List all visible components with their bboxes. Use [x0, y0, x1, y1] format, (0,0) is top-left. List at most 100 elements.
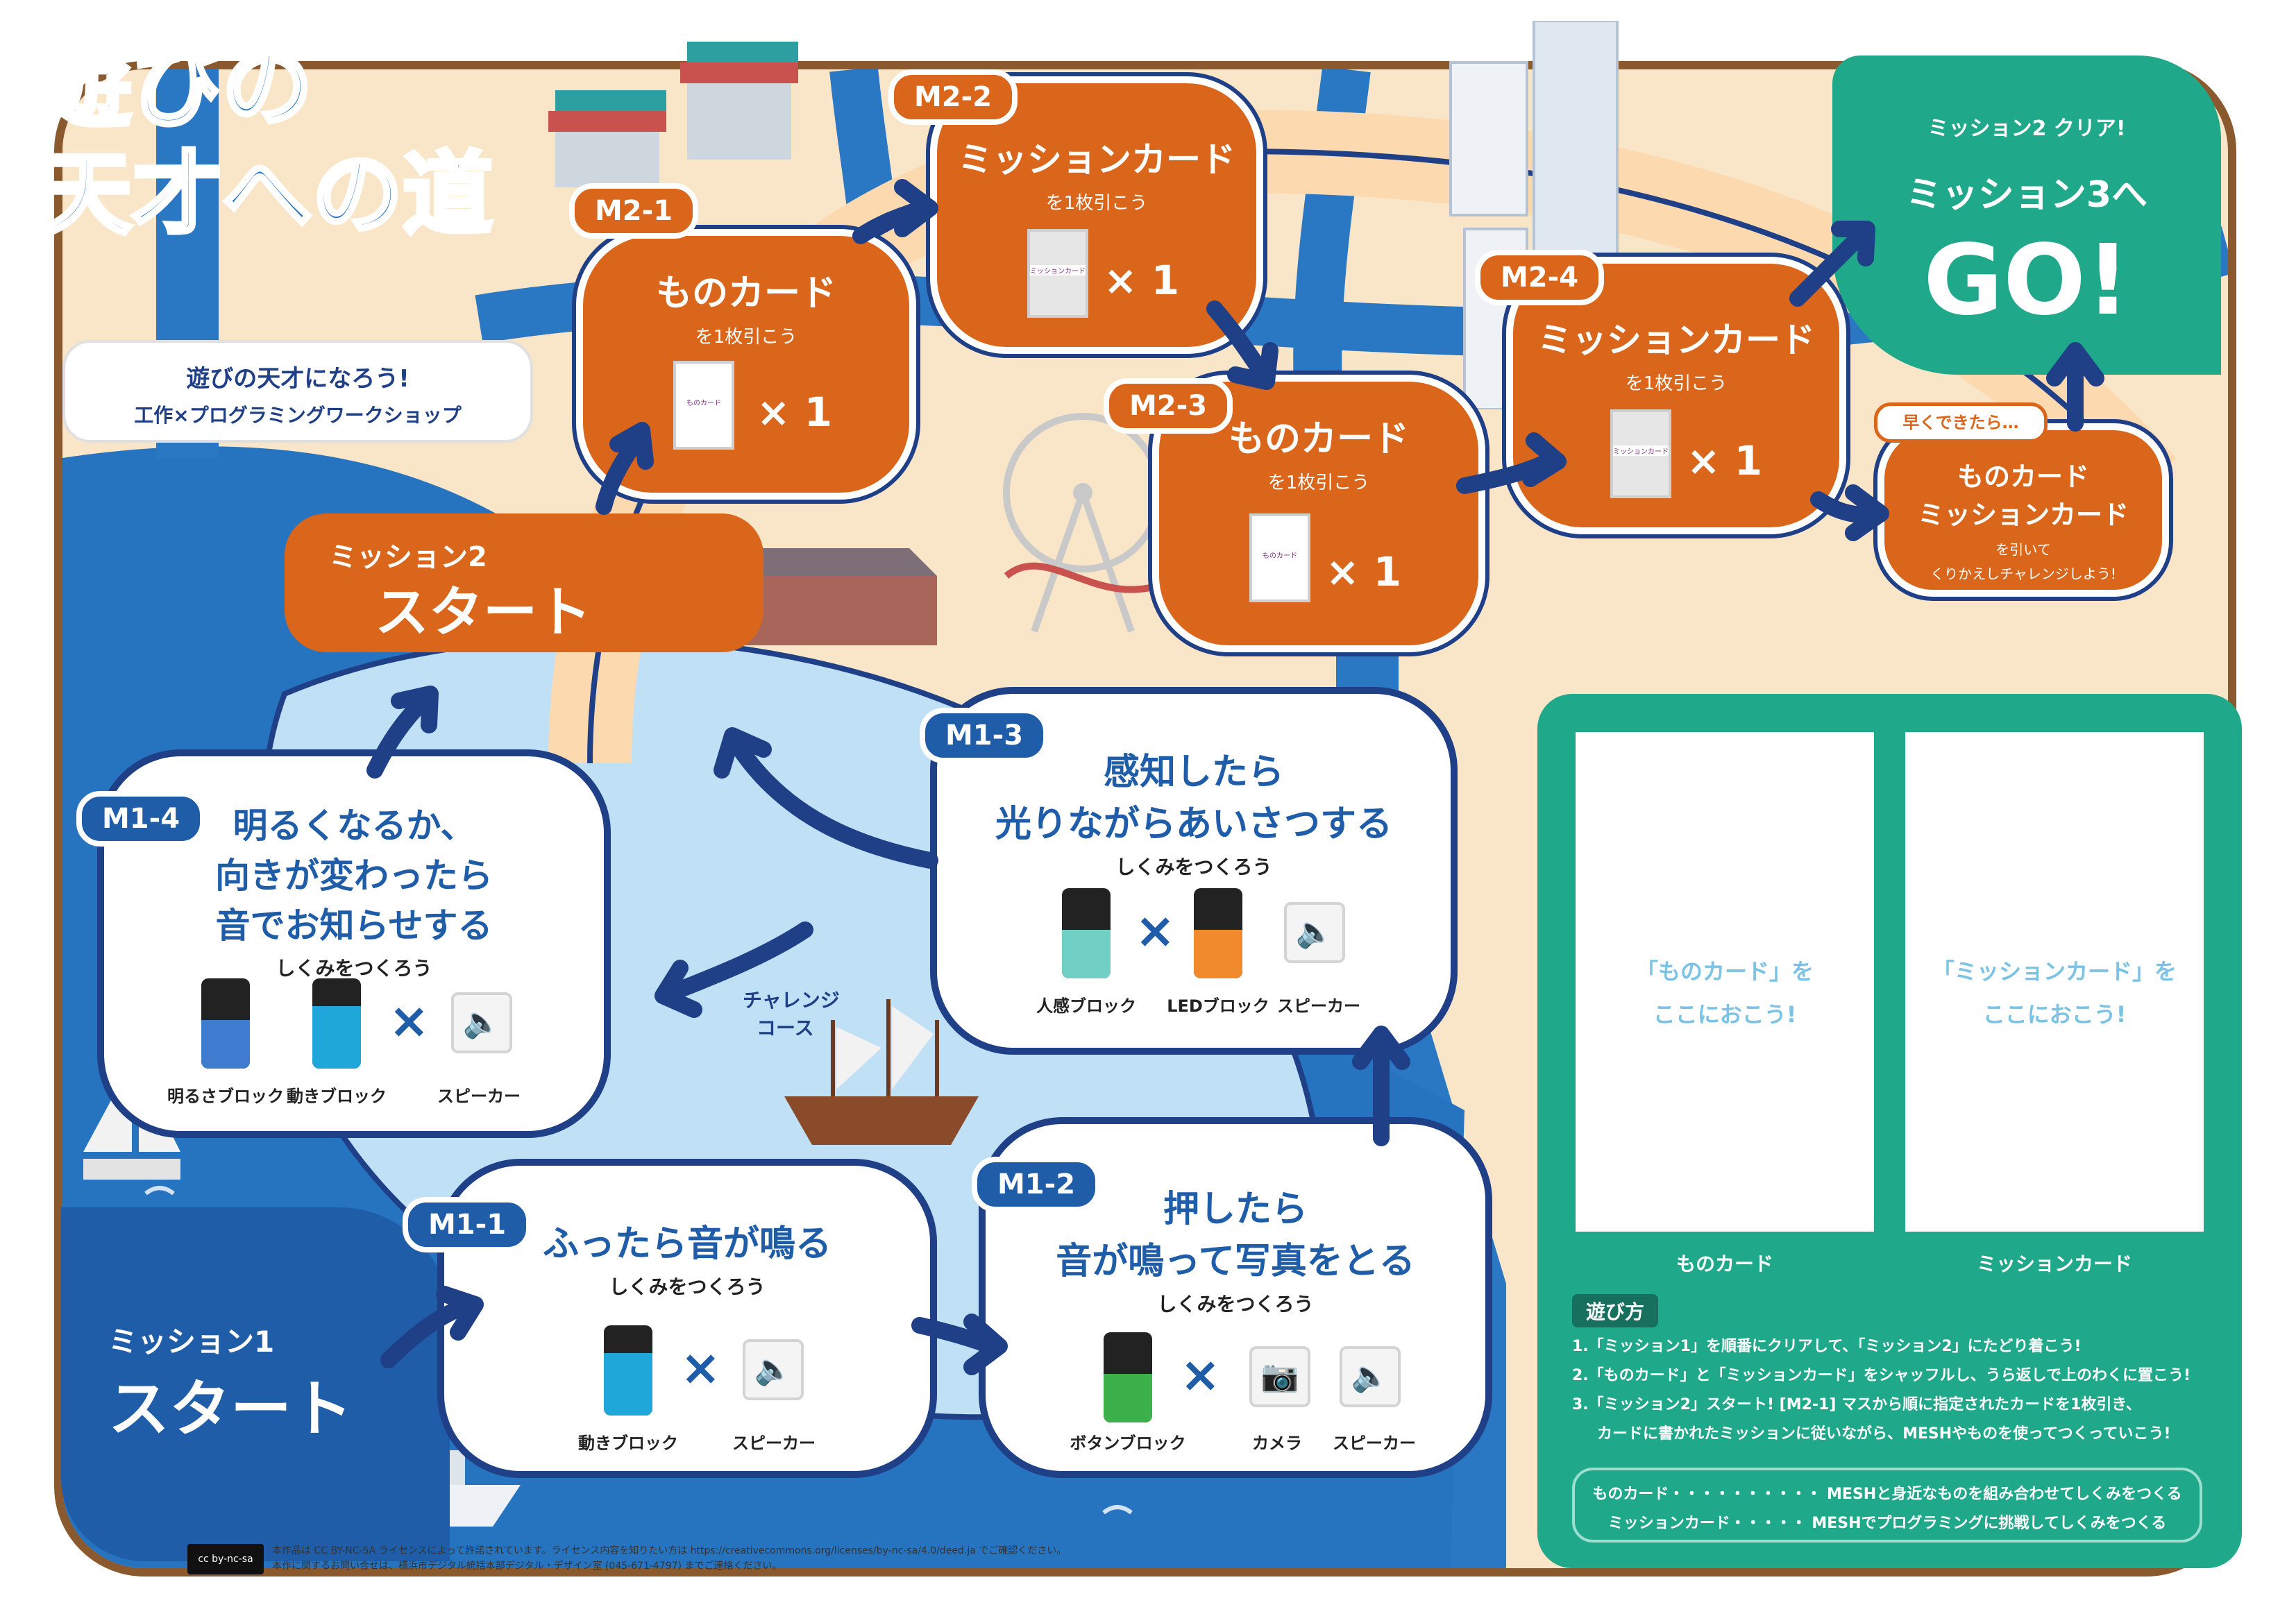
howto-title: 遊び方 [1572, 1294, 1659, 1327]
m1-4-title-3: 音でお知らせする [215, 906, 493, 946]
mission1-start-tile[interactable]: ミッション1 スタート [61, 1207, 450, 1561]
button-block-device [1104, 1332, 1152, 1422]
m2-4-sub: を1枚引こう [1625, 373, 1728, 394]
legend-mission-card: ミッションカード・・・・・ MESHでプログラミングに挑戦してしくみをつくる [1607, 1515, 2167, 1532]
m1-4-badge: M1-4 [76, 791, 205, 847]
title-line-1: 遊びの [40, 33, 314, 141]
motion-block-device [312, 978, 361, 1069]
m1-2-device-label-1: ボタンブロック [1070, 1434, 1186, 1453]
early-line-2: ミッションカード [1917, 500, 2129, 530]
m1-2-device-label-2: カメラ [1252, 1434, 1302, 1453]
m2-1-tile[interactable]: ものカード を1枚引こう ものカード × 1 [576, 229, 916, 500]
arrow-m1-3-to-m2-start [727, 734, 938, 869]
m1-2-title-1: 押したら [1163, 1189, 1308, 1230]
game-title: 遊びの 天才への道 [40, 33, 527, 250]
m1-3-cross: × [1135, 902, 1176, 959]
arrow-m2-2-to-m2-3 [1206, 300, 1272, 383]
arrow-m2-4-to-goal [1789, 228, 1868, 307]
license-line-1: 本作品は CC BY-NC-SA ライセンスによって許諾されています。ライセンス… [272, 1545, 1067, 1556]
m1-1-device-label-2: スピーカー [732, 1434, 816, 1453]
m2-4-card-image: ミッションカード [1610, 409, 1671, 498]
item-card-slot-text-1: 「ものカード」を [1635, 958, 1814, 985]
goal-tile[interactable]: ミッション2 クリア! ミッション3へ GO! [1832, 56, 2221, 375]
speaker-icon: 🔈 [451, 992, 512, 1053]
challenge-line-1: チャレンジ [743, 989, 840, 1012]
m2-1-badge: M2-1 [569, 183, 698, 239]
m1-3-device-label-1: 人感ブロック [1036, 996, 1136, 1016]
m2-4-title: ミッションカード [1537, 320, 1815, 360]
m1-3-title-1: 感知したら [1103, 751, 1284, 793]
m2-2-sub: を1枚引こう [1045, 193, 1148, 214]
license-text: 本作品は CC BY-NC-SA ライセンスによって許諾されています。ライセンス… [272, 1543, 1521, 1574]
motion-block-device [604, 1325, 652, 1416]
item-card-slot[interactable]: 「ものカード」を ここにおこう! [1576, 732, 1874, 1232]
early-finish-tile[interactable]: ものカード ミッションカード を引いて くりかえしチャレンジしよう! [1877, 423, 2169, 597]
m1-1-sub: しくみをつくろう [609, 1275, 766, 1298]
m1-1-title: ふったら音が鳴る [542, 1223, 832, 1265]
mission1-start-text: スタート [108, 1373, 353, 1445]
mission2-label: ミッション2 [329, 541, 487, 573]
speaker-icon: 🔈 [1284, 902, 1345, 963]
m2-4-count: × 1 [1687, 437, 1763, 484]
mission1-label: ミッション1 [108, 1325, 275, 1359]
early-line-4: くりかえしチャレンジしよう! [1930, 566, 2116, 582]
howto-rule-2: 2.「ものカード」と「ミッションカード」をシャッフルし、うら返しで上のわくに置こ… [1572, 1367, 2191, 1384]
brightness-block-device [201, 978, 250, 1069]
m2-2-count: × 1 [1104, 257, 1180, 304]
early-line-1: ものカード [1957, 461, 2089, 492]
goal-clear-text: ミッション2 クリア! [1927, 117, 2126, 141]
goal-go-text: GO! [1923, 224, 2130, 337]
m1-1-tile[interactable]: ふったら音が鳴る しくみをつくろう × 🔈 動きブロック スピーカー [437, 1159, 937, 1478]
led-block-device [1194, 888, 1242, 978]
mission-card-slot[interactable]: 「ミッションカード」を ここにおこう! [1905, 732, 2204, 1232]
m2-3-sub: を1枚引こう [1267, 473, 1370, 493]
m1-3-device-label-2: LEDブロック [1167, 996, 1269, 1016]
m2-1-sub: を1枚引こう [695, 327, 797, 348]
card-legend-box: ものカード・・・・・・・・・・ MESHと身近なものを組み合わせてしくみをつくる… [1572, 1468, 2202, 1543]
motion-sensor-block-device [1062, 888, 1111, 978]
arrow-m1-4-to-m2-start [366, 692, 432, 779]
howto-rules: 1.「ミッション1」を順番にクリアして、「ミッション2」にたどり着こう! 2.「… [1572, 1332, 2218, 1449]
m1-3-title-2: 光りながらあいさつする [995, 804, 1392, 845]
m1-2-sub: しくみをつくろう [1157, 1293, 1314, 1316]
arrow-m1-3-to-m1-4 [665, 921, 813, 1001]
m1-4-device-label-2: 動きブロック [287, 1087, 387, 1106]
goal-next-text: ミッション3へ [1905, 174, 2148, 216]
m1-2-badge: M1-2 [972, 1157, 1101, 1212]
m1-3-sub: しくみをつくろう [1115, 856, 1272, 878]
mission-card-slot-text-2: ここにおこう! [1982, 1001, 2127, 1028]
card-placement-panel: 「ものカード」を ここにおこう! 「ミッションカード」を ここにおこう! ものカ… [1537, 694, 2242, 1568]
title-line-2: 天才への道 [40, 139, 495, 249]
m2-2-card-image: ミッションカード [1027, 229, 1088, 318]
chinatown-gate-illustration [548, 42, 798, 187]
m1-4-title-1: 明るくなるか、 [233, 806, 475, 846]
m1-4-device-label-3: スピーカー [437, 1087, 521, 1106]
m2-2-badge: M2-2 [888, 69, 1018, 125]
challenge-line-2: コース [757, 1017, 814, 1039]
mission2-start-text: スタート [375, 581, 592, 644]
m1-4-title-2: 向きが変わったら [215, 856, 493, 896]
early-line-3: を引いて [1995, 541, 2051, 558]
m1-1-badge: M1-1 [403, 1197, 532, 1252]
m1-3-device-label-3: スピーカー [1277, 996, 1360, 1016]
item-card-slot-text-2: ここにおこう! [1653, 1001, 1797, 1028]
mission2-start-tile[interactable]: ミッション2 スタート [285, 513, 763, 652]
challenge-course-label: チャレンジ コース [743, 985, 840, 1041]
mission-card-slot-label: ミッションカード [1976, 1252, 2132, 1275]
howto-rule-1: 1.「ミッション1」を順番にクリアして、「ミッション2」にたどり着こう! [1572, 1338, 2082, 1355]
speaker-icon: 🔈 [1340, 1346, 1401, 1407]
m2-1-count: × 1 [757, 389, 833, 436]
m2-4-badge: M2-4 [1475, 250, 1604, 305]
m2-3-badge: M2-3 [1104, 378, 1233, 434]
speaker-icon: 🔈 [743, 1339, 804, 1400]
subtitle-line-1: 遊びの天才になろう! [186, 365, 410, 393]
m2-1-card-image: ものカード [673, 361, 734, 450]
m1-2-tile[interactable]: 押したら 音が鳴って写真をとる しくみをつくろう × 📷 🔈 ボタンブロック カ… [979, 1117, 1492, 1478]
howto-rule-3b: カードに書かれたミッションに従いながら、MESHやものを使ってつくっていこう! [1597, 1425, 2171, 1443]
sailing-ship-illustration [784, 999, 979, 1145]
m2-3-count: × 1 [1326, 548, 1402, 595]
m1-1-device-label-1: 動きブロック [578, 1434, 678, 1453]
subtitle-box: 遊びの天才になろう! 工作×プログラミングワークショップ [62, 340, 533, 443]
howto-rule-3a: 3.「ミッション2」スタート! [M2-1] マスから順に指定されたカードを1枚… [1572, 1396, 2141, 1413]
